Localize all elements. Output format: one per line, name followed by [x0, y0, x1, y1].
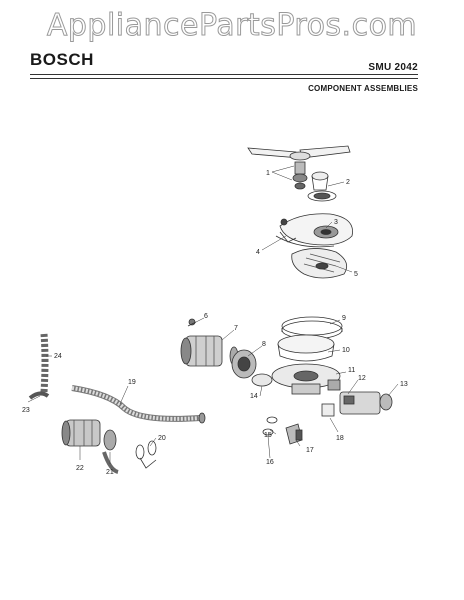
part-sump-housing — [271, 334, 341, 395]
callout-14: 14 — [250, 393, 258, 400]
part-small-fittings — [262, 416, 303, 445]
callout-4: 4 — [256, 249, 260, 256]
part-spray-arm — [247, 145, 351, 190]
callout-6: 6 — [204, 313, 208, 320]
callout-5: 5 — [354, 271, 358, 278]
callout-23: 23 — [22, 407, 30, 414]
part-hose-clamps — [135, 440, 157, 469]
callout-8: 8 — [262, 341, 266, 348]
callout-24: 24 — [54, 353, 62, 360]
part-impeller-housing — [231, 349, 273, 387]
callout-18: 18 — [336, 435, 344, 442]
part-fine-filter — [291, 248, 348, 279]
part-drain-hose — [71, 385, 206, 424]
part-filter-cup — [307, 171, 337, 202]
part-vent-hose — [28, 333, 50, 400]
callout-2: 2 — [346, 179, 350, 186]
part-heater-module — [321, 379, 393, 417]
callout-15: 15 — [264, 432, 272, 439]
callout-16: 16 — [266, 459, 274, 466]
brand-logo: BOSCH — [30, 50, 94, 69]
header-rule — [30, 74, 418, 79]
callout-11: 11 — [348, 367, 355, 374]
callout-19: 19 — [128, 379, 136, 386]
callout-17: 17 — [306, 447, 314, 454]
callout-21: 21 — [106, 469, 114, 476]
part-circulation-pump — [180, 318, 239, 367]
callout-13: 13 — [400, 381, 408, 388]
callout-9: 9 — [342, 315, 346, 322]
part-drain-pump — [61, 419, 119, 474]
leader-lines — [27, 165, 399, 464]
model-number: SMU 2042 — [368, 62, 418, 73]
callout-10: 10 — [342, 347, 350, 354]
callout-20: 20 — [158, 435, 166, 442]
callout-22: 22 — [76, 465, 84, 472]
watermark-logo: AppliancePartsPros.com — [46, 8, 418, 44]
part-lower-filter — [275, 213, 353, 248]
callout-7: 7 — [234, 325, 238, 332]
callout-3: 3 — [334, 219, 338, 226]
callout-1: 1 — [266, 170, 270, 177]
section-title: COMPONENT ASSEMBLIES — [308, 84, 418, 93]
callout-12: 12 — [358, 375, 366, 382]
